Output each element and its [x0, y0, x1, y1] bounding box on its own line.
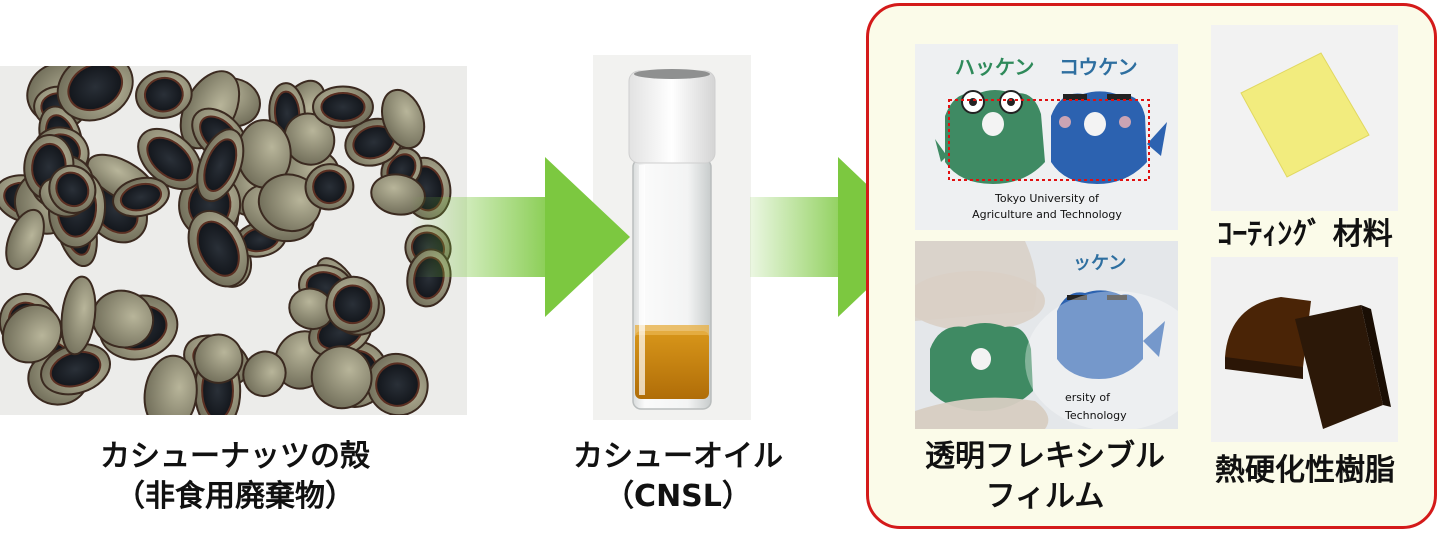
film-photo-flat: ハッケン コウケン Tokyo University of Agricultur…: [915, 44, 1178, 230]
vial-illustration: [628, 69, 716, 410]
flexed-uni-line2: Technology: [1064, 409, 1127, 422]
flexed-uni-line1: ersity of: [1065, 391, 1111, 404]
film-photo-flexed: ッケン ersity of Technology: [915, 241, 1178, 429]
coating-photo: [1211, 25, 1398, 211]
shells-caption-line2: （非食用廃棄物）: [115, 479, 355, 514]
flexed-mascot-name: ッケン: [1073, 253, 1126, 274]
cnsl-vial-photo: [593, 55, 751, 420]
film-caption-line2: フィルム: [985, 479, 1105, 514]
mascot-right-name: コウケン: [1059, 55, 1138, 79]
resin-caption: 熱硬化性樹脂: [1215, 453, 1395, 488]
coating-caption: ｺｰﾃｨﾝｸﾞ 材料: [1217, 217, 1393, 252]
cashew-shells-illustration: [0, 66, 452, 415]
coating-illustration: [1240, 52, 1370, 178]
shells-caption-line1: カシューナッツの殻: [100, 439, 370, 474]
oil-caption: カシューオイル （CNSL）: [548, 437, 808, 517]
film-caption: 透明フレキシブル フィルム: [900, 437, 1190, 517]
oil-caption-line2: （CNSL）: [604, 479, 752, 514]
arrow-shells-to-oil: [410, 157, 630, 317]
cashew-shells-photo: [0, 66, 467, 415]
film-caption-line1: 透明フレキシブル: [925, 439, 1165, 474]
uni-name-line2: Agriculture and Technology: [972, 208, 1122, 221]
uni-name-line1: Tokyo University of: [994, 192, 1100, 205]
shells-caption: カシューナッツの殻 （非食用廃棄物）: [60, 437, 410, 517]
oil-caption-line1: カシューオイル: [573, 439, 783, 474]
resin-illustration: [1225, 297, 1391, 429]
flow-arrows: [410, 157, 922, 317]
mascot-left-name: ハッケン: [955, 55, 1034, 79]
resin-photo: [1211, 257, 1398, 442]
flexed-film-illustration: ッケン ersity of Technology: [915, 241, 1178, 429]
mascot-film-illustration: ハッケン コウケン Tokyo University of Agricultur…: [935, 55, 1167, 221]
